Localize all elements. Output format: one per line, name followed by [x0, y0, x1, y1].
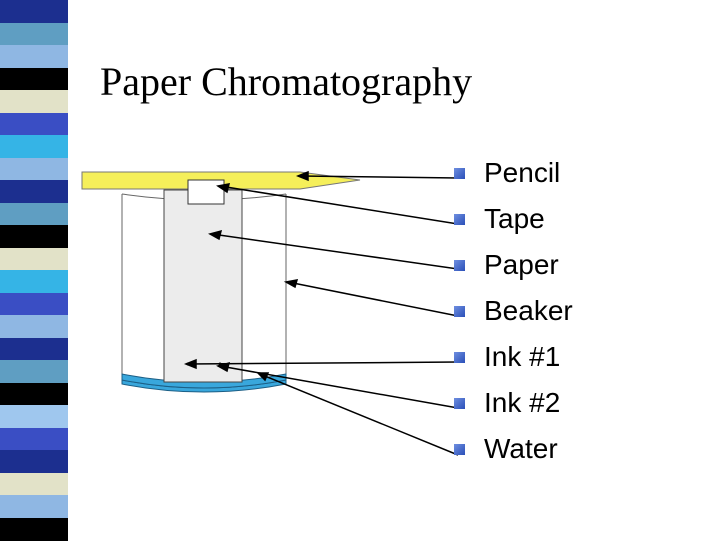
label-ink-1: Ink #1 — [484, 341, 561, 372]
stripe-block — [0, 337, 68, 361]
stripe-block — [0, 157, 68, 181]
arrow-ink-1 — [187, 361, 459, 365]
label-ink-2: Ink #2 — [484, 387, 561, 418]
label-item: Paper — [450, 242, 573, 288]
paper-strip — [163, 189, 243, 383]
square-bullet-icon — [454, 214, 465, 225]
label-paper: Paper — [484, 249, 559, 280]
square-bullet-icon — [454, 444, 465, 455]
stripe-block — [0, 427, 68, 451]
arrow-water — [259, 373, 459, 456]
label-item: Water — [450, 426, 573, 472]
square-bullet-icon — [454, 352, 465, 363]
square-bullet-icon — [454, 398, 465, 409]
label-beaker: Beaker — [484, 295, 573, 326]
stripe-block — [0, 112, 68, 136]
stripe-block — [0, 225, 68, 248]
stripe-block — [0, 45, 68, 68]
stripe-block — [0, 450, 68, 473]
arrow-tape — [219, 185, 459, 225]
square-bullet-icon — [454, 260, 465, 271]
tape — [187, 179, 225, 205]
stripe-block — [0, 90, 68, 113]
label-item: Ink #2 — [450, 380, 573, 426]
label-item: Beaker — [450, 288, 573, 334]
square-bullet-icon — [454, 168, 465, 179]
label-pencil: Pencil — [484, 157, 561, 188]
stripe-block — [0, 517, 68, 541]
stripe-block — [0, 495, 68, 518]
decorative-stripe — [0, 0, 68, 541]
label-list: Pencil Tape Paper Beaker Ink #1 Ink #2 W… — [450, 150, 573, 472]
stripe-block — [0, 180, 68, 203]
stripe-block — [0, 22, 68, 46]
stripe-block — [0, 67, 68, 91]
stripe-block — [0, 292, 68, 316]
slide-title: Paper Chromatography — [100, 59, 473, 104]
stripe-block — [0, 382, 68, 406]
label-item: Ink #1 — [450, 334, 573, 380]
stripe-block — [0, 247, 68, 271]
stripe-block — [0, 472, 68, 496]
arrow-paper — [211, 233, 459, 270]
stripe-block — [0, 405, 68, 428]
stripe-block — [0, 360, 68, 383]
square-bullet-icon — [454, 306, 465, 317]
label-item: Tape — [450, 196, 573, 242]
label-water: Water — [484, 433, 558, 464]
stripe-block — [0, 202, 68, 226]
stripe-block — [0, 315, 68, 338]
arrow-beaker — [287, 281, 459, 317]
arrow-pencil — [299, 175, 459, 179]
label-item: Pencil — [450, 150, 573, 196]
label-tape: Tape — [484, 203, 545, 234]
stripe-block — [0, 270, 68, 293]
stripe-block — [0, 135, 68, 158]
stripe-block — [0, 0, 68, 23]
